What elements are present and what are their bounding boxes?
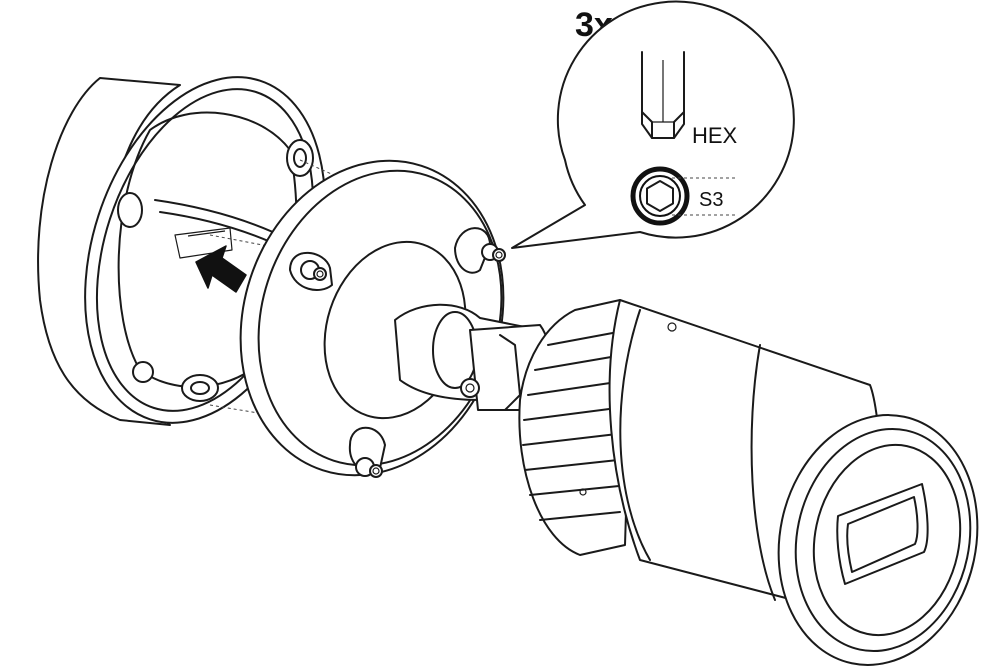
swivel-bracket <box>394 303 553 411</box>
tool-type-label: HEX <box>692 123 738 148</box>
tool-size-label: S3 <box>699 189 723 211</box>
screw-top-left-icon <box>300 260 327 281</box>
camera-lens-face <box>777 414 979 666</box>
sensor-window <box>836 483 929 585</box>
insert-direction-arrow <box>195 245 247 293</box>
screw-bottom-icon <box>355 457 383 478</box>
screw-top-right-icon <box>481 243 506 262</box>
hex-key-icon <box>641 51 685 139</box>
hex-socket-icon <box>630 166 738 226</box>
